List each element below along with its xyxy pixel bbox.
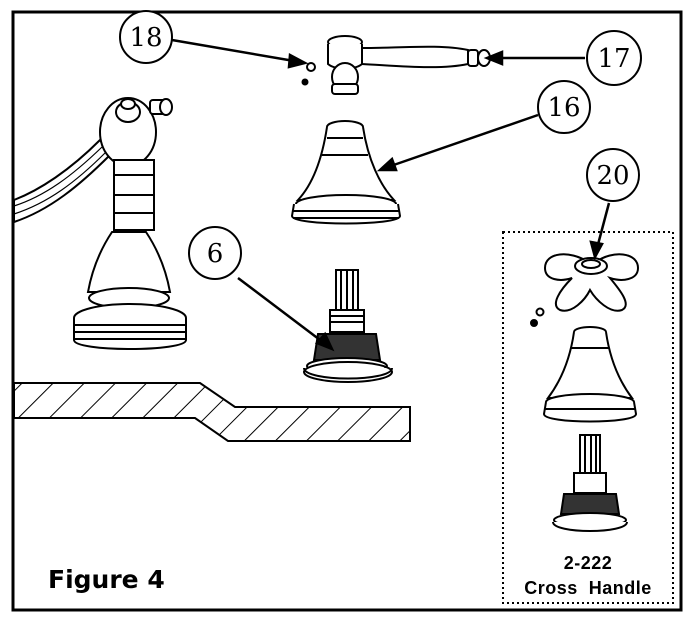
callout-17: 17 xyxy=(586,30,642,86)
inset-cartridge xyxy=(552,434,628,532)
figure-title: Figure 4 xyxy=(48,565,165,594)
inset-box xyxy=(502,231,674,604)
callout-18-label: 18 xyxy=(129,23,162,53)
callout-18: 18 xyxy=(119,10,173,64)
mounting-deck xyxy=(13,382,411,442)
callout-16-label: 16 xyxy=(547,93,580,123)
callout-6: 6 xyxy=(188,226,242,280)
cross-handle xyxy=(530,253,640,327)
set-screw xyxy=(301,62,316,86)
callout-20-label: 20 xyxy=(596,161,629,191)
valve-cartridge xyxy=(303,269,393,383)
spout-body xyxy=(13,97,187,350)
inset-escutcheon xyxy=(542,326,638,423)
inset-handle-name: Cross Handle xyxy=(524,578,652,598)
bell-escutcheon xyxy=(290,120,402,225)
callout-20: 20 xyxy=(586,148,640,202)
figure-frame xyxy=(11,10,683,612)
callout-16: 16 xyxy=(537,80,591,134)
leader-lines xyxy=(171,38,611,352)
lever-handle xyxy=(327,35,491,95)
callout-6-label: 6 xyxy=(207,239,224,269)
inset-model-number: 2-222 xyxy=(563,553,613,573)
callout-17-label: 17 xyxy=(597,44,630,74)
